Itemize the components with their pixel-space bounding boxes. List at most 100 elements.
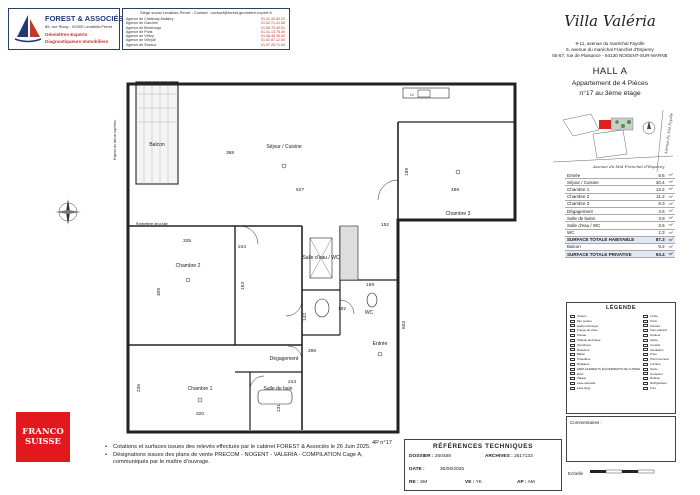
legend-label: Compteur <box>650 371 663 376</box>
legend-item: Ventilation <box>643 348 672 353</box>
legend-label: Faux plafond <box>650 328 667 333</box>
dimension-label: 627 <box>296 187 304 193</box>
dimension-label: 488 <box>451 187 459 193</box>
balcony-area <box>135 81 179 185</box>
dimension-label: 152 <box>381 222 389 228</box>
legend-symbol-icon <box>643 382 649 386</box>
bathtub-icon <box>257 389 293 405</box>
plumbing-note: Robinetterie de la baie <box>136 222 168 226</box>
dossier-value: 250488 <box>434 454 451 459</box>
surveyor-tagline-1: Géomètres-Experts <box>45 32 88 37</box>
legend-symbol-icon <box>643 367 649 371</box>
franco-suisse-logo: FRANCO SUISSE <box>16 412 70 462</box>
agency-phones: 01.41.40.80.22 01.42.71.41.86 01.56.70.4… <box>261 17 285 47</box>
legend-item: Lumière <box>643 362 672 367</box>
toilet-icon <box>314 298 330 318</box>
room-label-wc: WC <box>365 310 374 316</box>
legend-label: Plaque <box>577 376 587 381</box>
dimension-label: 288 <box>308 348 316 354</box>
surface-value: 3.9 <box>650 214 667 223</box>
compass-rose-icon <box>55 199 81 225</box>
legend-label: Gaine <box>650 337 658 342</box>
date-field: DATE : 30/06/2025 <box>409 467 464 472</box>
legend-label: Ventilation <box>650 347 664 352</box>
legend-item: Sortie <box>643 367 672 372</box>
re-value: SM <box>419 480 428 485</box>
building-highlight <box>599 120 613 129</box>
legend-item: Gaine <box>643 338 672 343</box>
legend-label: Réfrigérateur <box>650 381 667 386</box>
legend-item: Lave-vaisselle <box>570 381 640 386</box>
legend-label: Cloison <box>577 314 587 318</box>
legend-label: EMPLACEMENTS ÉQUIPEMENTS DE CUISINE <box>577 366 641 371</box>
surface-unit: m² <box>666 250 675 259</box>
agency-name: Agence de Paris <box>126 29 153 34</box>
surveyor-logo-block: FOREST & ASSOCIÉS 85, rue Rivay - 92300 … <box>8 8 123 50</box>
surface-label: SURFACE TOTALE HABITABLE <box>565 236 651 244</box>
dimension-label: 159 <box>366 282 374 288</box>
legend-symbol-icon <box>570 324 575 328</box>
legend-symbol-icon <box>643 358 649 362</box>
lot-tag: 4P n°17 <box>372 440 392 446</box>
note-item: Désignations issues des plans de vente P… <box>105 452 397 466</box>
surface-unit: m² <box>666 185 675 194</box>
legend-symbol-icon <box>643 329 649 333</box>
agency-phone: 01.56.70.40.51 <box>261 25 285 30</box>
tree-icon <box>627 120 631 124</box>
legend-item: Four <box>643 386 672 391</box>
legend-label: Radiateur <box>577 361 590 366</box>
surface-label: Chambre 1 <box>565 185 651 194</box>
surface-value: 93.4 <box>650 250 667 259</box>
legend-item: Fenêtre <box>643 324 672 329</box>
legend-symbol-icon <box>643 338 649 342</box>
ve-field: VE : YK <box>465 480 482 485</box>
surface-value: 3.6 <box>650 221 667 230</box>
legend-item: Détecteur <box>570 348 640 353</box>
legend-item: Chaudière <box>570 357 640 362</box>
surface-value: 30.4 <box>650 178 667 187</box>
legend-item: Tableau électrique <box>570 338 640 343</box>
address-line: 5, avenue du maréchal Franchet d'Esperey <box>566 47 654 52</box>
agency-phone: 01.42.87.12.50 <box>261 38 285 43</box>
agency-list-block: Siège social Levallois-Perret : Contact … <box>122 8 290 50</box>
legend-symbol-icon <box>570 386 575 390</box>
sink-icon <box>417 89 431 98</box>
tree-icon <box>615 120 619 124</box>
legend-label: Ballon <box>577 352 586 357</box>
technical-shaft <box>339 225 359 281</box>
surface-unit: m² <box>666 178 675 187</box>
address-line: 55-57, rue de Plaisance - 94130 NOGENT-S… <box>552 53 668 58</box>
surface-unit: m² <box>666 221 675 230</box>
dimension-label: 131 <box>276 404 282 412</box>
agency-names: Agence de Châtenay-Malabry Agence de Gar… <box>126 17 174 47</box>
legend-label: Lumière <box>650 361 661 366</box>
dimension-label: 192 <box>338 306 346 312</box>
legend-symbol-icon <box>570 367 575 371</box>
site-situation-map: Avenue du Mal Franchet d'Esperey Avenue … <box>553 110 673 172</box>
agency-name: Agence de Montrouge <box>126 25 162 30</box>
legend-symbol-icon <box>570 362 575 366</box>
agency-phone: 01.41.13.78.40 <box>261 29 285 34</box>
legend-item: Trappe de visite <box>570 328 640 333</box>
legend-label: Lave-vaisselle <box>577 381 596 386</box>
apartment-type: Appartement de 4 Pièces <box>571 80 649 87</box>
legend-symbol-icon <box>570 329 575 333</box>
dimension-label: 368 <box>226 150 234 156</box>
agency-name: Agence de Sceaux <box>126 42 157 47</box>
legend-symbol-icon <box>643 386 649 390</box>
notes-list: Cotations et surfaces issues des relevés… <box>105 444 397 467</box>
legend-label: Robinet <box>650 376 661 381</box>
dossier-field: DOSSIER : 250488 <box>409 454 451 459</box>
address-line: 9-11, avenue du maréchal Fayolle <box>575 41 645 46</box>
archives-value: 2517133 <box>514 454 533 459</box>
legend-label: Fenêtre <box>650 323 661 328</box>
agency-name: Agence de Châtenay-Malabry <box>126 17 174 21</box>
surface-value: 9.2 <box>650 243 667 252</box>
surface-label: Entrée <box>565 172 651 180</box>
